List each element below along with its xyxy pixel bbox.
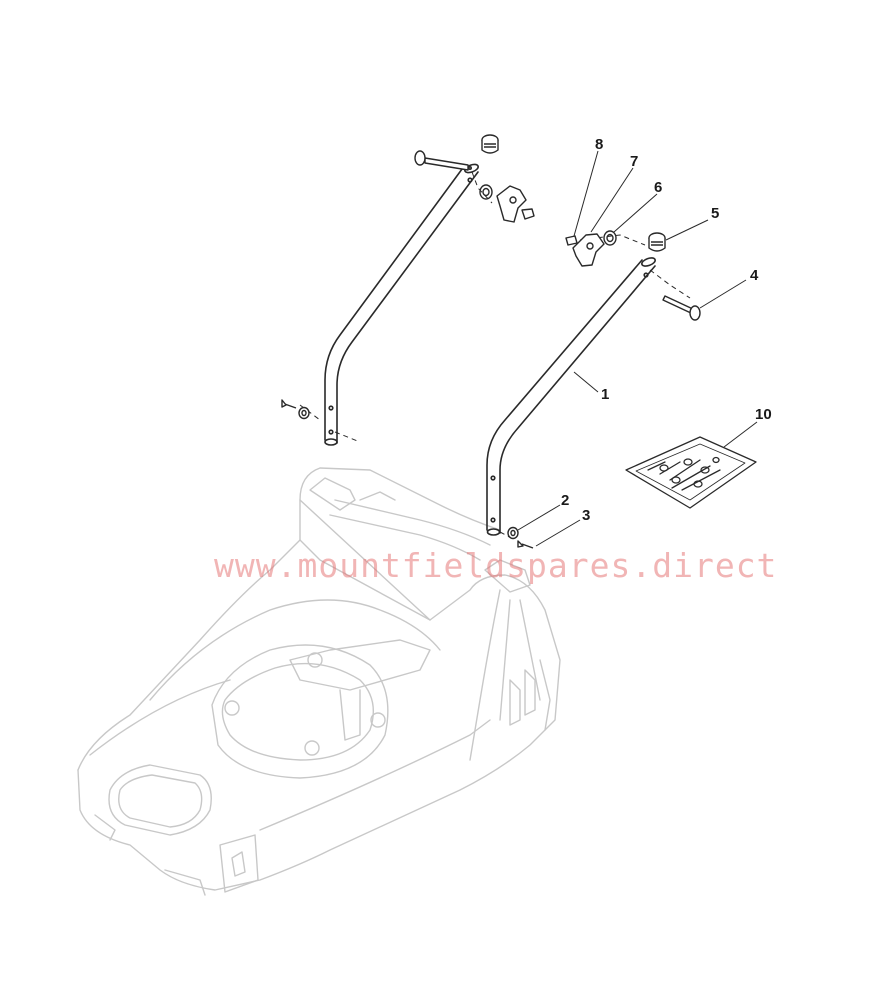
callout-5: 5 (711, 205, 720, 222)
assembly-dashes (299, 171, 691, 541)
callout-8: 8 (595, 136, 604, 153)
callout-7: 7 (630, 153, 639, 170)
leader-lines (517, 150, 758, 547)
mower-deck (77, 467, 561, 896)
right-spring-nut (648, 232, 666, 252)
fastener-bag (625, 436, 757, 509)
left-spring-nut (481, 134, 499, 154)
callout-1: 1 (601, 386, 610, 403)
callout-10: 10 (755, 406, 772, 423)
watermark-text: www.mountfieldspares.direct (214, 546, 778, 585)
callout-4: 4 (750, 267, 759, 284)
callout-3: 3 (582, 507, 591, 524)
callout-6: 6 (654, 179, 663, 196)
handle-tubes (324, 163, 656, 536)
hardware-parts (281, 134, 701, 549)
callout-2: 2 (561, 492, 570, 509)
